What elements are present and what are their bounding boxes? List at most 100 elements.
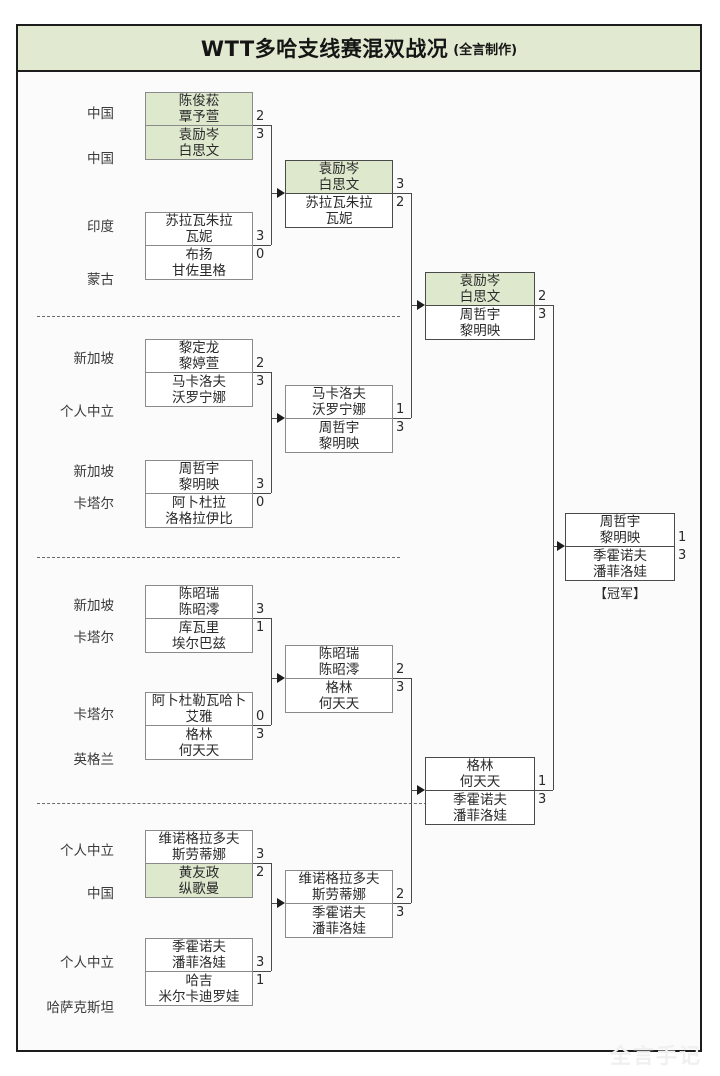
match-box: 陈俊菘覃予萱袁励岑白思文 (145, 92, 253, 160)
player-name-1: 周哲宇 (318, 419, 360, 436)
score-bottom: 1 (256, 620, 265, 635)
match-box: 陈昭瑞陈昭澪库瓦里埃尔巴兹 (145, 585, 253, 653)
player-name-1: 阿卜杜勒瓦哈卜 (151, 693, 247, 709)
team-cell: 季霍诺夫潘菲洛娃 (426, 791, 534, 824)
match-box: 陈昭瑞陈昭澪格林何天天 (285, 645, 393, 713)
score-top: 3 (396, 177, 405, 192)
player-name-1: 马卡洛夫 (172, 373, 226, 390)
score-bottom: 0 (256, 247, 265, 262)
connector-horizontal (253, 725, 271, 726)
country-label: 卡塔尔 (73, 707, 115, 723)
connector-horizontal (393, 903, 411, 904)
player-name-2: 覃予萱 (178, 109, 220, 125)
player-name-1: 袁励岑 (459, 273, 501, 289)
player-name-2: 陈昭澪 (178, 602, 220, 618)
player-name-2: 陈昭澪 (318, 662, 360, 678)
country-label: 中国 (87, 151, 114, 167)
player-name-2: 黎婷萱 (178, 356, 220, 372)
player-name-1: 黎定龙 (178, 340, 220, 356)
connector-vertical (271, 372, 272, 493)
connector-horizontal (271, 418, 278, 419)
country-label: 中国 (87, 106, 114, 122)
connector-arrow (417, 785, 425, 795)
connector-vertical (271, 125, 272, 245)
score-top: 2 (396, 887, 405, 902)
player-name-2: 埃尔巴兹 (172, 635, 226, 652)
team-cell: 周哲宇黎明映 (146, 461, 252, 494)
team-cell: 季霍诺夫潘菲洛娃 (146, 939, 252, 972)
player-name-1: 格林 (466, 758, 494, 774)
connector-horizontal (393, 678, 411, 679)
player-name-1: 袁励岑 (178, 126, 220, 143)
score-bottom: 3 (396, 420, 405, 435)
team-cell: 周哲宇黎明映 (426, 306, 534, 339)
title-subtitle: (全言制作) (453, 42, 518, 58)
player-name-2: 洛格拉伊比 (165, 510, 233, 527)
player-name-1: 季霍诺夫 (593, 547, 647, 564)
player-name-2: 白思文 (459, 289, 501, 305)
section-divider-2 (37, 557, 400, 558)
score-top: 1 (678, 530, 687, 545)
team-cell: 季霍诺夫潘菲洛娃 (286, 904, 392, 937)
player-name-1: 苏拉瓦朱拉 (305, 194, 373, 211)
connector-vertical (553, 305, 554, 790)
country-label: 中国 (87, 886, 114, 902)
team-cell: 阿卜杜拉洛格拉伊比 (146, 494, 252, 527)
player-name-1: 陈俊菘 (178, 93, 220, 109)
country-label: 蒙古 (87, 272, 114, 288)
player-name-2: 潘菲洛娃 (172, 955, 226, 971)
match-box: 维诺格拉多夫斯劳蒂娜季霍诺夫潘菲洛娃 (285, 870, 393, 938)
player-name-2: 黎明映 (599, 530, 641, 546)
team-cell: 格林何天天 (286, 679, 392, 712)
score-top: 3 (256, 477, 265, 492)
match-box: 周哲宇黎明映季霍诺夫潘菲洛娃 (565, 513, 675, 581)
player-name-1: 格林 (185, 726, 213, 743)
connector-arrow (277, 673, 285, 683)
player-name-2: 何天天 (459, 774, 501, 790)
team-cell: 格林何天天 (426, 758, 534, 791)
team-cell: 黄友政纵歌曼 (146, 864, 252, 897)
match-box: 马卡洛夫沃罗宁娜周哲宇黎明映 (285, 385, 393, 453)
connector-horizontal (253, 863, 271, 864)
score-top: 2 (256, 356, 265, 371)
player-name-2: 米尔卡迪罗娃 (158, 988, 240, 1005)
team-cell: 陈俊菘覃予萱 (146, 93, 252, 126)
player-name-2: 沃罗宁娜 (172, 389, 226, 406)
player-name-1: 布扬 (185, 246, 213, 263)
watermark: 全言手记 (610, 1044, 702, 1068)
player-name-1: 阿卜杜拉 (172, 494, 226, 511)
score-bottom: 3 (538, 307, 547, 322)
connector-horizontal (535, 790, 553, 791)
score-bottom: 3 (396, 680, 405, 695)
team-cell: 维诺格拉多夫斯劳蒂娜 (146, 831, 252, 864)
connector-horizontal (411, 305, 418, 306)
country-label: 印度 (87, 219, 114, 235)
team-cell: 周哲宇黎明映 (286, 419, 392, 452)
connector-vertical (271, 618, 272, 725)
country-label: 新加坡 (73, 464, 115, 480)
player-name-1: 哈吉 (185, 972, 213, 989)
player-name-1: 苏拉瓦朱拉 (165, 213, 233, 229)
player-name-1: 周哲宇 (178, 461, 220, 477)
section-divider-1 (37, 316, 400, 317)
team-cell: 袁励岑白思文 (426, 273, 534, 306)
connector-horizontal (393, 418, 411, 419)
match-box: 黎定龙黎婷萱马卡洛夫沃罗宁娜 (145, 339, 253, 407)
player-name-1: 格林 (325, 679, 353, 696)
player-name-2: 潘菲洛娃 (312, 920, 366, 937)
page-title: WTT多哈支线赛混双战况 (全言制作) (18, 26, 700, 72)
score-top: 2 (538, 289, 547, 304)
player-name-1: 陈昭瑞 (178, 586, 220, 602)
score-top: 2 (256, 109, 265, 124)
connector-horizontal (253, 245, 271, 246)
team-cell: 库瓦里埃尔巴兹 (146, 619, 252, 652)
connector-arrow (277, 413, 285, 423)
country-label: 新加坡 (73, 598, 115, 614)
player-name-2: 瓦妮 (325, 210, 353, 227)
connector-arrow (277, 898, 285, 908)
player-name-1: 季霍诺夫 (172, 939, 226, 955)
country-label: 个人中立 (60, 955, 114, 971)
score-top: 3 (256, 229, 265, 244)
score-bottom: 3 (396, 905, 405, 920)
score-top: 3 (256, 602, 265, 617)
